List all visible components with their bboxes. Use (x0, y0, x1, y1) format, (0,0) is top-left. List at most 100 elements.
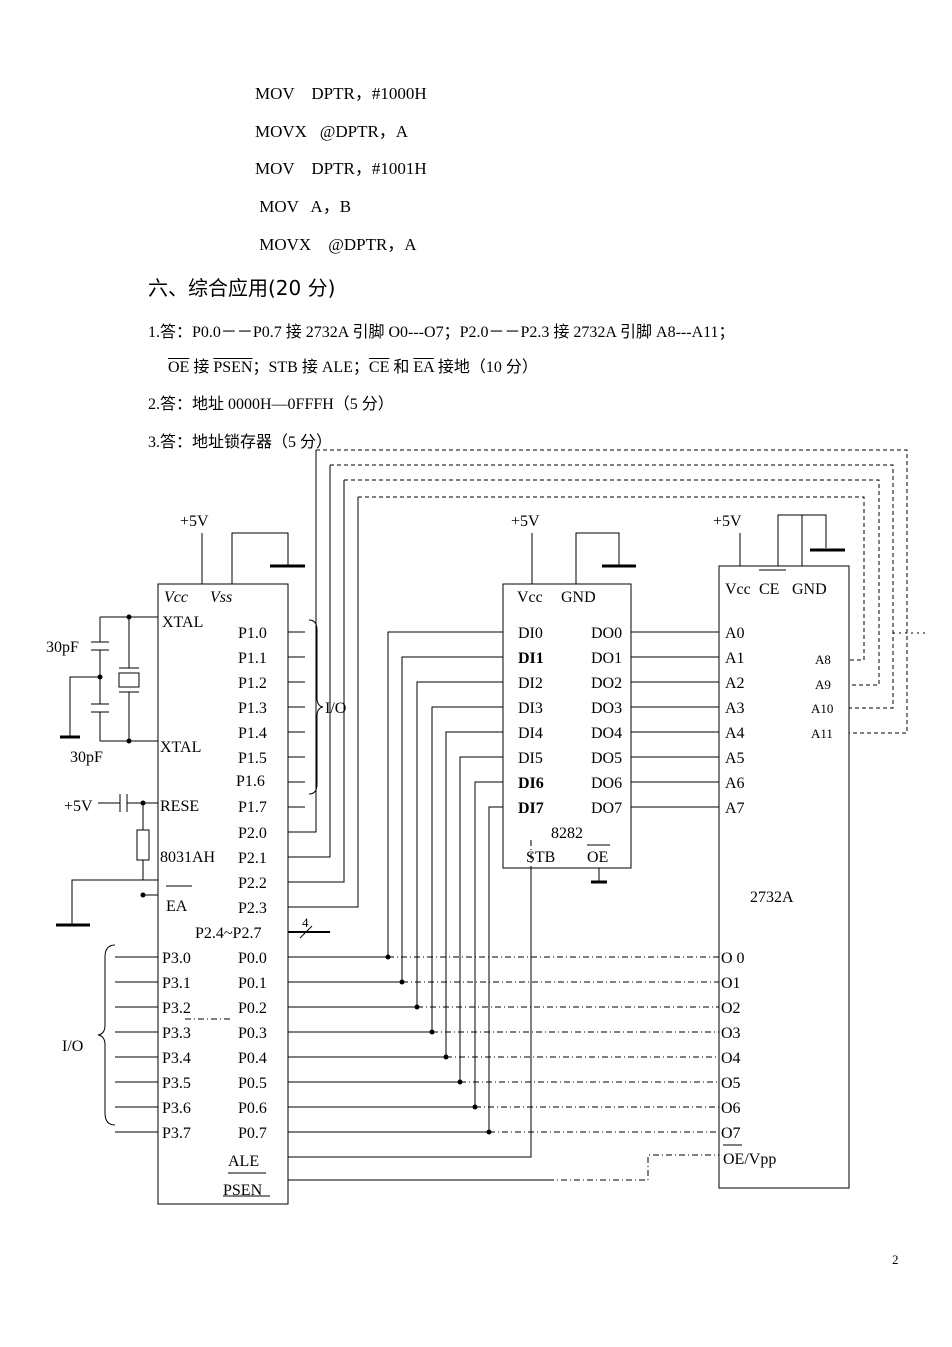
text-he: 和 (389, 359, 414, 376)
pin-label: O1 (721, 975, 741, 992)
eprom-o-pins: O 0 O1 O2 O3 O4 O5 O6 O7 (721, 950, 745, 1142)
mcu-rese: RESE (160, 798, 199, 815)
eprom-5v-label: +5V (713, 513, 742, 530)
pin-label: A5 (725, 750, 745, 767)
mcu-p0-pins: P0.0 P0.1 P0.2 P0.3 P0.4 P0.5 P0.6 P0.7 (238, 950, 267, 1142)
pin-label: A10 (811, 701, 833, 716)
pin-label: P0.3 (238, 1025, 267, 1042)
bus-width-label: 4 (302, 915, 309, 930)
pin-label: O3 (721, 1025, 741, 1042)
pin-label: DO6 (591, 775, 622, 792)
pin-label: P1.6 (236, 773, 265, 790)
pin-label: P1.2 (238, 675, 267, 692)
page-number: 2 (892, 1252, 899, 1267)
mcu-name: 8031AH (160, 849, 216, 866)
ce-text: CE (368, 359, 390, 376)
eprom-name: 2732A (750, 889, 794, 906)
pin-label: P3.2 (162, 1000, 191, 1017)
mcu-psen: PSEN (223, 1182, 263, 1199)
pin-label: DO4 (591, 725, 622, 742)
reset-5v-label: +5V (64, 798, 93, 815)
cap-label-top: 30pF (46, 639, 79, 656)
answer-1-line-1: 1.答：P0.0－－P0.7 接 2732A 引脚 O0---O7；P2.0－－… (148, 324, 735, 341)
mcu-right-pins: P1.0 P1.1 P1.2 P1.3 P1.4 P1.5 P1.6 P1.7 … (236, 625, 267, 917)
pin-label: A0 (725, 625, 745, 642)
pin-label: DI3 (518, 700, 543, 717)
pin-label: A8 (815, 652, 831, 667)
mcu-xtal-2: XTAL (160, 739, 201, 756)
code-line-5: MOVX @DPTR，A (255, 235, 417, 254)
pin-label: DO7 (591, 800, 622, 817)
cap-label-bottom: 30pF (70, 749, 103, 766)
pin-label: O4 (721, 1050, 741, 1067)
pin-label: DO1 (591, 650, 622, 667)
eprom-vcc: Vcc (725, 581, 751, 598)
pin-label: P3.5 (162, 1075, 191, 1092)
pin-label: P3.6 (162, 1100, 191, 1117)
code-line-3: MOV DPTR，#1001H (255, 159, 427, 178)
pin-label: P1.7 (238, 799, 267, 816)
pin-label: O7 (721, 1125, 741, 1142)
pin-label: A7 (725, 800, 745, 817)
answer-2: 2.答：地址 0000H—0FFFH（5 分） (148, 396, 394, 413)
pin-label: P2.0 (238, 825, 267, 842)
pin-label: DI7 (518, 800, 544, 817)
pin-label: DO5 (591, 750, 622, 767)
io-label-p1: I/O (325, 700, 346, 717)
eprom-oe-vpp: OE/Vpp (723, 1151, 776, 1168)
mcu-ea: EA (166, 898, 188, 915)
latch-name: 8282 (551, 825, 583, 842)
section-heading: 六、综合应用(20 分) (148, 276, 336, 300)
pin-label: P1.0 (238, 625, 267, 642)
latch-stb: STB (526, 849, 555, 866)
pin-label: P0.6 (238, 1100, 267, 1117)
pin-label: P2.2 (238, 875, 267, 892)
ea-text: EA (413, 359, 434, 376)
pin-label: P0.0 (238, 950, 267, 967)
pin-label: P3.0 (162, 950, 191, 967)
pin-label: DI4 (518, 725, 543, 742)
text-stb: ；STB 接 ALE； (252, 359, 369, 376)
pin-label: P0.7 (238, 1125, 267, 1142)
pin-label: A6 (725, 775, 745, 792)
eprom-ce: CE (759, 581, 779, 598)
pin-label: P0.2 (238, 1000, 267, 1017)
code-line-2: MOVX @DPTR，A (255, 122, 409, 141)
pin-label: A2 (725, 675, 745, 692)
pin-label: A9 (815, 677, 831, 692)
text-jie: 接 (189, 359, 214, 376)
pin-label: DI6 (518, 775, 544, 792)
mcu-p3-pins: P3.0 P3.1 P3.2 P3.3 P3.4 P3.5 P3.6 P3.7 (162, 950, 191, 1142)
pin-label: O5 (721, 1075, 741, 1092)
code-line-1: MOV DPTR，#1000H (255, 84, 427, 103)
psen-text: PSEN (213, 359, 253, 376)
mcu-8031ah-body (157, 583, 289, 1205)
mcu-vss: Vss (210, 589, 232, 606)
pin-label: DI0 (518, 625, 543, 642)
pin-label: DO0 (591, 625, 622, 642)
pin-label: P3.1 (162, 975, 191, 992)
mcu-vcc: Vcc (164, 589, 188, 606)
eprom-a-high-pins: A8 A9 A10 A11 (811, 652, 833, 741)
pin-label: P0.1 (238, 975, 267, 992)
mcu-5v-label: +5V (180, 513, 209, 530)
pin-label: P3.7 (162, 1125, 191, 1142)
pin-label: DI2 (518, 675, 543, 692)
latch-gnd: GND (561, 589, 596, 606)
eprom-2732a-body (718, 565, 850, 1189)
answer-3: 3.答：地址锁存器（5 分） (148, 434, 333, 451)
io-label-p3: I/O (62, 1038, 83, 1055)
pin-label: P3.3 (162, 1025, 191, 1042)
latch-do-pins: DO0 DO1 DO2 DO3 DO4 DO5 DO6 DO7 (591, 625, 622, 817)
pin-label: A4 (725, 725, 745, 742)
pin-label: A1 (725, 650, 745, 667)
pin-label: P1.3 (238, 700, 267, 717)
pin-label: P1.5 (238, 750, 267, 767)
pin-label: O2 (721, 1000, 741, 1017)
latch-di-pins: DI0 DI1 DI2 DI3 DI4 DI5 DI6 DI7 (518, 625, 544, 817)
pin-label: P0.4 (238, 1050, 267, 1067)
mcu-xtal-1: XTAL (162, 614, 203, 631)
latch-5v-label: +5V (511, 513, 540, 530)
pin-label: DI5 (518, 750, 543, 767)
